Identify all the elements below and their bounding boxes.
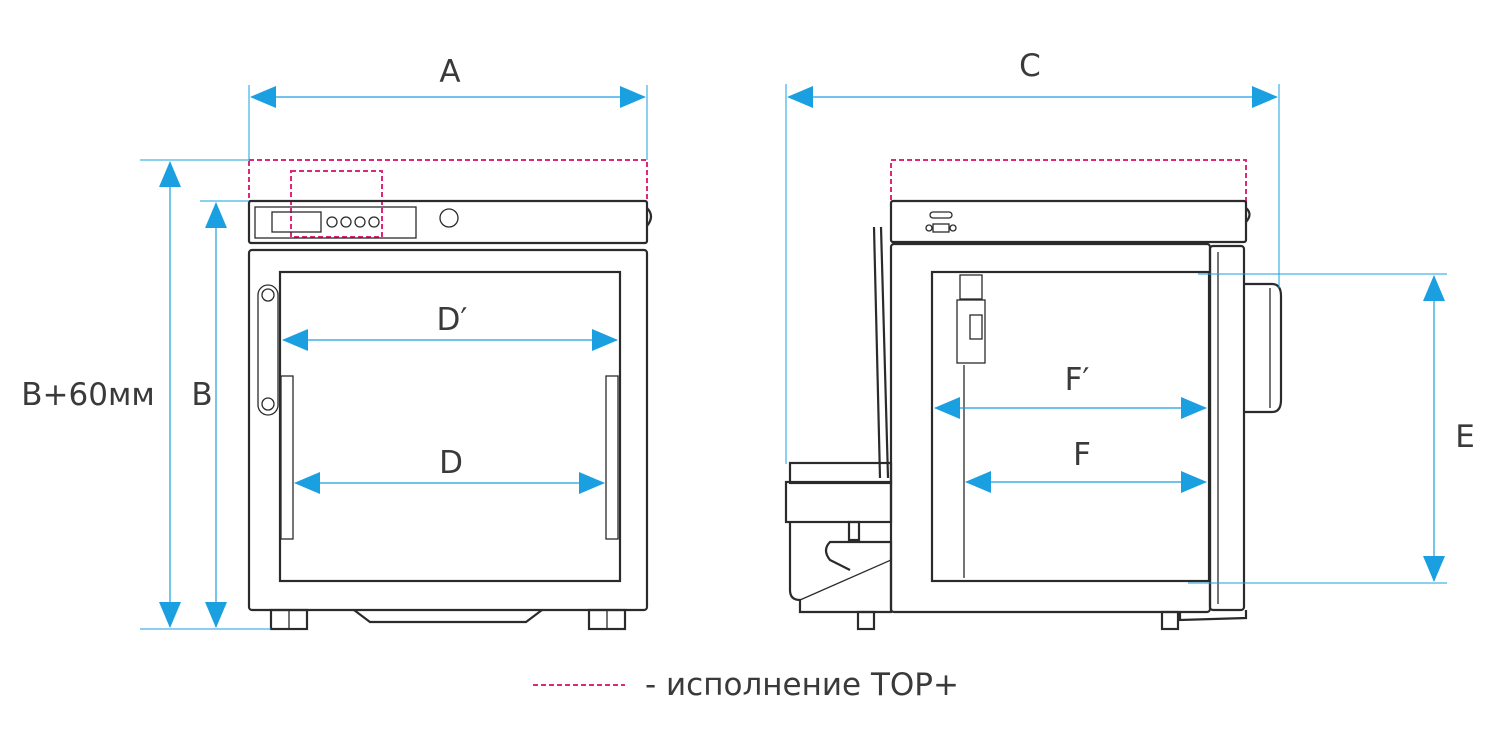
side-usb-port — [929, 211, 953, 219]
label-D-prime: D′ — [437, 302, 468, 338]
label-B: B — [191, 377, 212, 413]
front-hinge-top — [261, 288, 275, 302]
front-control-inner — [254, 206, 417, 239]
front-side-latch — [646, 207, 653, 227]
side-rear-module — [784, 480, 893, 524]
front-hinge-bottom — [261, 397, 275, 411]
front-window — [278, 270, 622, 583]
side-dimensions: C F′ F E — [785, 48, 1475, 584]
front-drip-tray — [353, 609, 543, 624]
side-latch — [956, 299, 986, 364]
label-F: F — [1073, 437, 1091, 473]
front-rail-right — [605, 375, 619, 540]
label-A: A — [439, 54, 460, 90]
label-D: D — [439, 445, 463, 481]
side-body — [889, 242, 1212, 614]
side-window — [930, 270, 1211, 583]
front-button-4 — [368, 216, 380, 228]
side-rear-base — [788, 522, 893, 614]
front-body — [247, 248, 649, 612]
side-door — [1208, 244, 1246, 612]
label-F-prime: F′ — [1065, 362, 1090, 398]
side-top-plus-outline — [890, 159, 1247, 202]
side-view — [784, 159, 1283, 631]
legend-text: - исполнение TOP+ — [645, 667, 959, 703]
front-top-plus-panel-outline — [290, 170, 383, 238]
side-port — [932, 223, 950, 233]
label-B-plus-60: B+60мм — [21, 377, 154, 413]
front-hinge — [257, 284, 279, 416]
front-rail-left — [280, 375, 294, 540]
front-knob — [439, 208, 459, 228]
front-top-plus-outline — [248, 159, 648, 202]
label-E: E — [1455, 419, 1475, 455]
side-foot-left — [856, 610, 876, 631]
front-display — [271, 211, 322, 233]
side-foot-right — [1160, 610, 1180, 631]
front-control-panel — [247, 199, 649, 245]
front-button-1 — [326, 216, 338, 228]
front-dimensions: A B+60мм B D′ D — [21, 54, 648, 630]
label-C: C — [1019, 48, 1041, 84]
front-button-3 — [354, 216, 366, 228]
side-rear-tank — [788, 461, 893, 485]
side-door-handle — [1244, 282, 1283, 414]
front-view — [247, 159, 653, 631]
side-control-box — [889, 199, 1248, 244]
side-latch-top — [959, 274, 983, 300]
legend: - исполнение TOP+ — [533, 667, 959, 703]
front-button-2 — [340, 216, 352, 228]
